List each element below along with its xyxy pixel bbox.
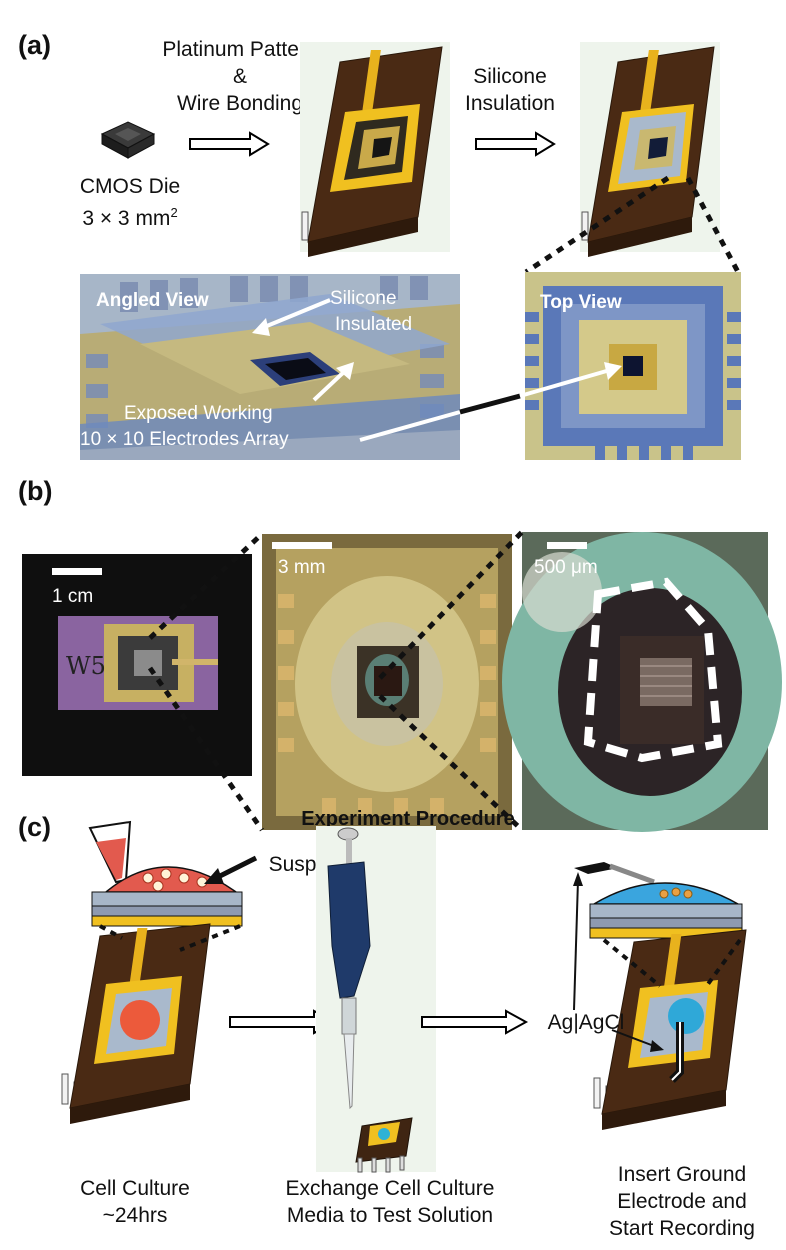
scale-bar [272,542,332,549]
suspended-cells-arrow [204,855,258,884]
zoom-lines-b [147,530,524,832]
caption-step3-line2: Electrode and [617,1190,747,1213]
step1-label-line2: & [232,65,247,88]
exposed-label-line1: Exposed Working [124,403,273,424]
pipette-icon [316,826,436,1173]
panel-b-label: (b) [18,476,53,506]
photo-chip-package: W5 [22,554,252,776]
agagcl-arrows [573,872,664,1052]
silicone-label-line1: Silicone [330,288,397,309]
photo-electrode-array [502,532,782,832]
caption-step1-line2: ~24hrs [102,1204,168,1227]
panel-c-label: (c) [18,812,51,842]
caption-step3-line3: Start Recording [609,1217,755,1240]
scale-label-3: 500 μm [534,557,598,578]
step1-label-line3: Wire Bonding [176,92,304,115]
die-label-size: 3 × 3 mm2 [82,205,178,230]
step2-label-line1: Silicone [473,65,547,88]
hollow-arrow-icon [189,131,270,157]
scale-bar [547,542,587,549]
step2-label-line2: Insulation [465,92,555,115]
silicone-label-line2: Insulated [335,314,413,335]
zoom-lines-c3 [602,938,742,988]
annotation-arrows [252,298,622,442]
top-view-title: Top View [540,292,622,313]
procedure-title: Experiment Procedure [301,808,515,830]
zoom-lines [524,175,741,275]
step1-label-line1: Platinum Pattern [162,38,318,61]
panel-a-label: (a) [18,30,51,60]
svg-text:W5: W5 [66,652,106,680]
chip-package-2 [580,42,720,257]
chip-cell-culture [61,923,211,1124]
top-view-image [525,272,741,460]
agagcl-label: Ag|AgCl [547,1011,625,1034]
photo-silicone-well [262,534,512,830]
exposed-label-line2: 10 × 10 Electrodes Array [80,429,289,450]
caption-step2-line1: Exchange Cell Culture [285,1177,495,1200]
scale-label-1: 1 cm [52,586,94,607]
hollow-arrow-icon [421,1009,529,1035]
caption-step2-line2: Media to Test Solution [286,1204,494,1227]
caption-step3-line1: Insert Ground [617,1163,747,1186]
chip-recording [593,929,747,1130]
die-label-name: CMOS Die [79,175,181,198]
scale-label-2: 3 mm [278,557,326,578]
angled-view-title: Angled View [96,290,209,311]
cmos-die-icon [100,121,156,159]
recording-cross-section [574,862,743,939]
scale-bar [52,568,102,575]
caption-step1-line1: Cell Culture [80,1177,190,1200]
hollow-arrow-icon [475,131,556,157]
chip-package-1 [300,42,450,257]
zoom-lines-c1 [99,924,241,952]
